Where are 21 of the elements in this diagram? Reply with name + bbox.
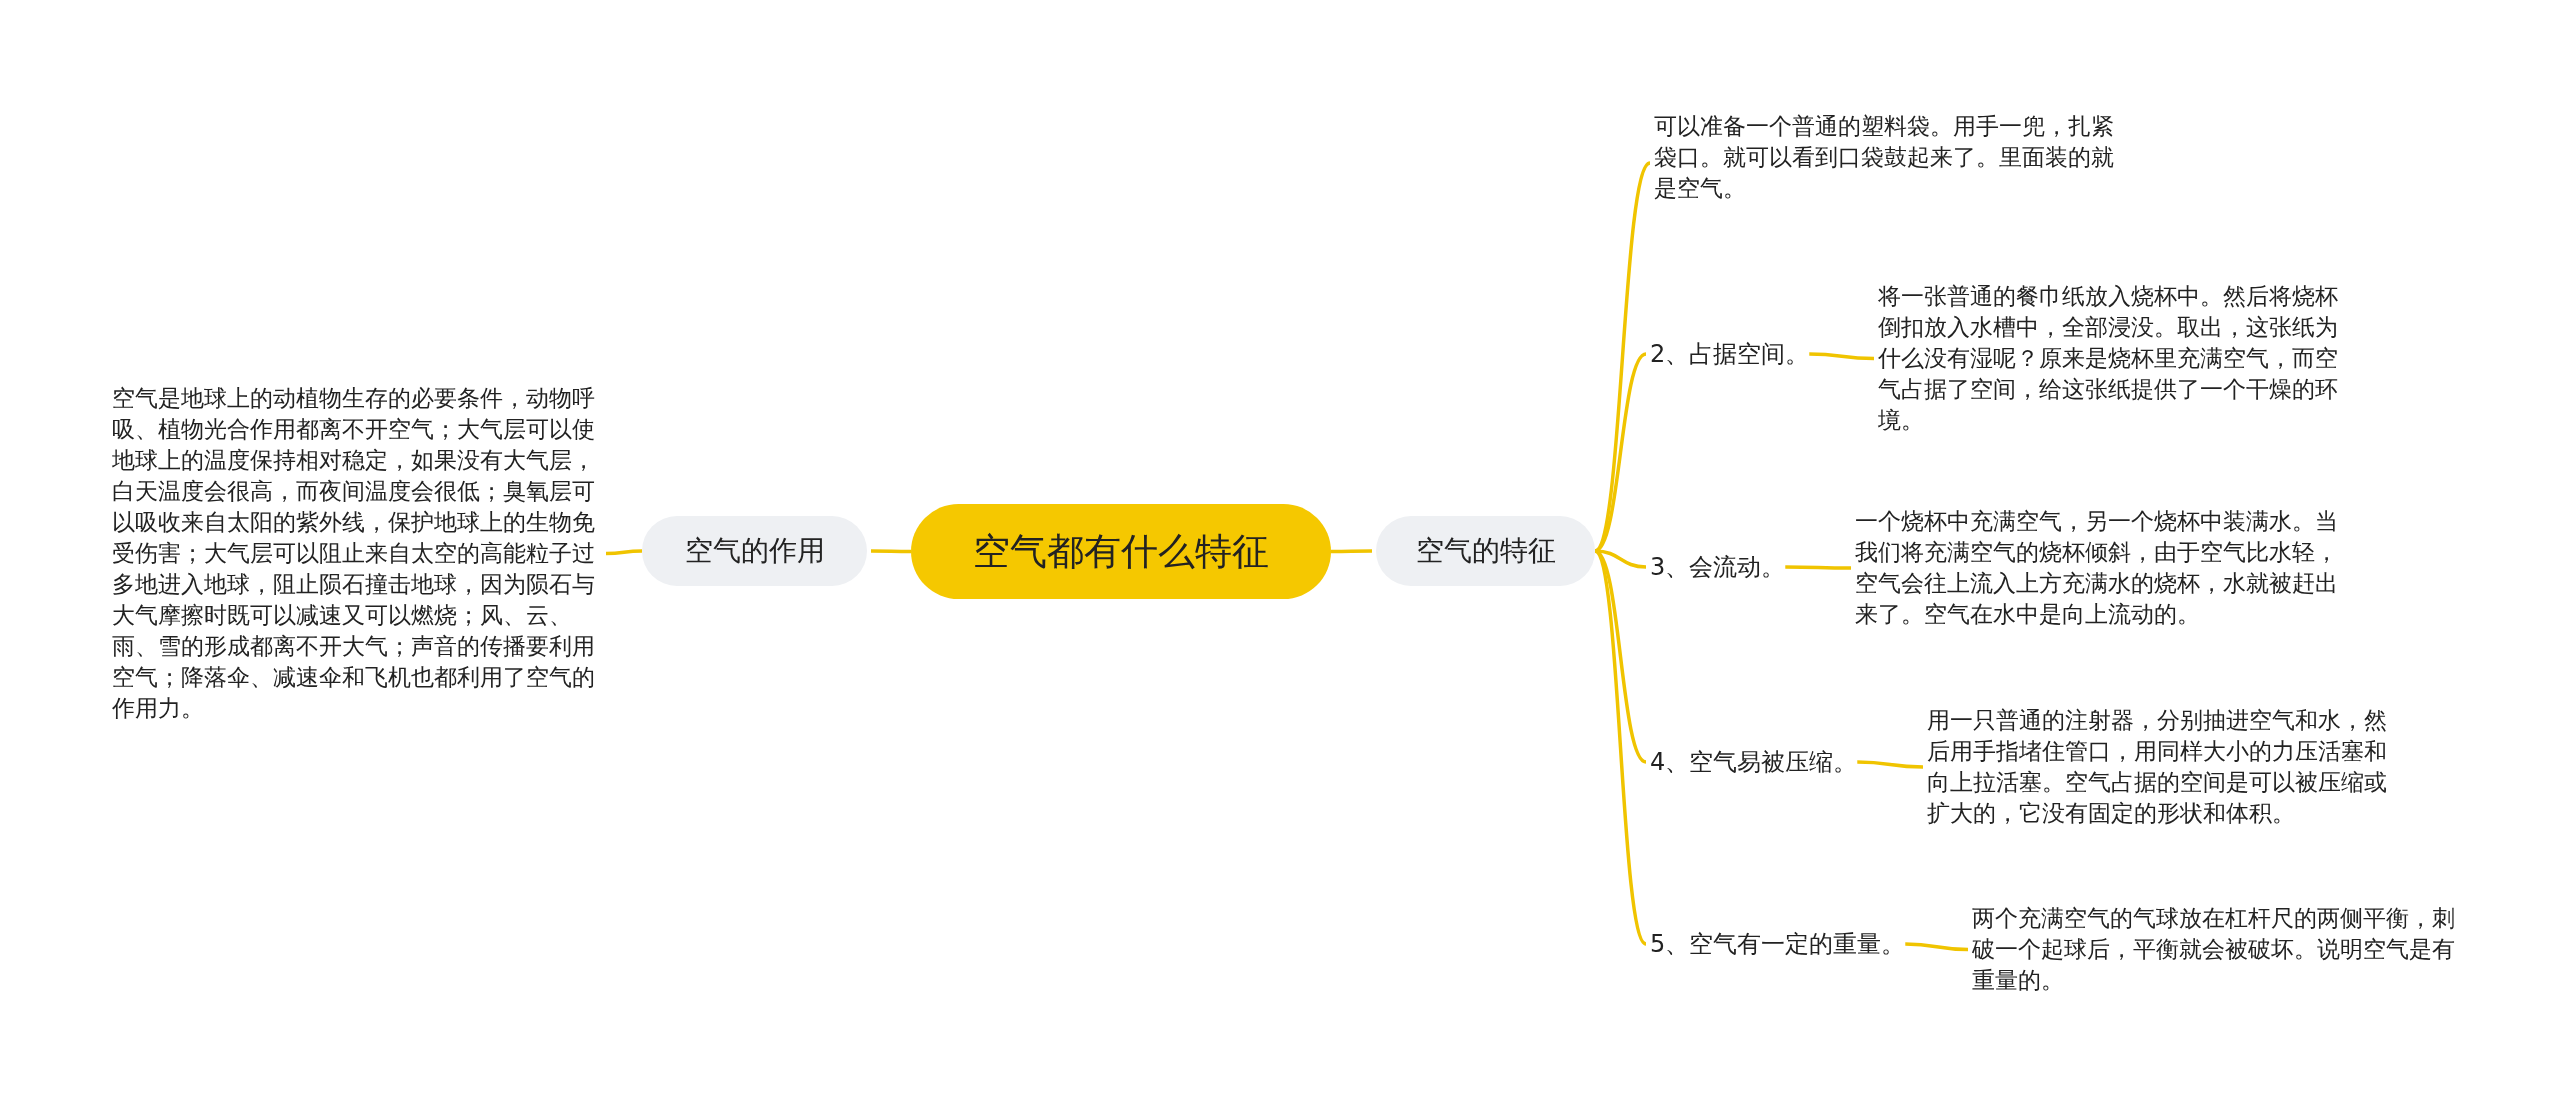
item-text: 5、空气有一定的重量。 xyxy=(1650,927,1906,961)
note-text: 将一张普通的餐巾纸放入烧杯中。然后将烧杯倒扣放入水槽中，全部浸没。取出，这张纸为什么没有湿呢？原来是烧杯里充满空气，而空气占据了空间，给这张纸提供了一个干燥的环境。 xyxy=(1878,281,2358,436)
topic-pill: 空气的特征 xyxy=(1376,516,1595,586)
topic-pill: 空气的作用 xyxy=(642,516,867,586)
connector-line xyxy=(606,549,642,556)
central-topic: 空气都有什么特征 xyxy=(911,504,1331,599)
item-text: 2、占据空间。 xyxy=(1650,337,1810,371)
note-text: 用一只普通的注射器，分别抽进空气和水，然后用手指堵住管口，用同样大小的力压活塞和向上拉活塞。空气占据的空间是可以被压缩或扩大的，它没有固定的形状和体积。 xyxy=(1927,705,2407,829)
note-text: 可以准备一个普通的塑料袋。用手一兜，扎紧袋口。就可以看到口袋鼓起来了。里面装的就是空气。 xyxy=(1654,111,2134,204)
item-text: 3、会流动。 xyxy=(1650,550,1786,584)
connector-line xyxy=(871,549,911,554)
note-text: 空气是地球上的动植物生存的必要条件，动物呼吸、植物光合作用都离不开空气；大气层可以使地球上的温度保持相对稳定，如果没有大气层，白天温度会很高，而夜间温度会很低；臭氧层可以吸收来自太阳的紫外线，保护地球上的生物免受伤害；大气层可以阻止来自太空的高能粒子过多地进入地球，阻止陨石撞击地球，因为陨石与大气摩擦时既可以减速又可以燃烧；风、云、雨、雪的形成都离不开大气；声音的传播要利用空气；降落伞、减速伞和飞机也都利用了空气的作用力。 xyxy=(112,383,602,724)
connector-line xyxy=(1905,942,1969,952)
connector-line xyxy=(1857,760,1924,769)
item-text: 4、空气易被压缩。 xyxy=(1650,745,1858,779)
connector-line xyxy=(1331,549,1372,554)
note-text: 两个充满空气的气球放在杠杆尺的两侧平衡，刺破一个起球后，平衡就会被破坏。说明空气是有重量的。 xyxy=(1972,903,2457,996)
connector-line xyxy=(1809,352,1875,361)
connector-line xyxy=(1594,352,1647,553)
connector-line xyxy=(1785,565,1851,570)
note-text: 一个烧杯中充满空气，另一个烧杯中装满水。当我们将充满空气的烧杯倾斜，由于空气比水轻，空气会往上流入上方充满水的烧杯，水就被赶出来了。空气在水中是向上流动的。 xyxy=(1855,506,2340,630)
